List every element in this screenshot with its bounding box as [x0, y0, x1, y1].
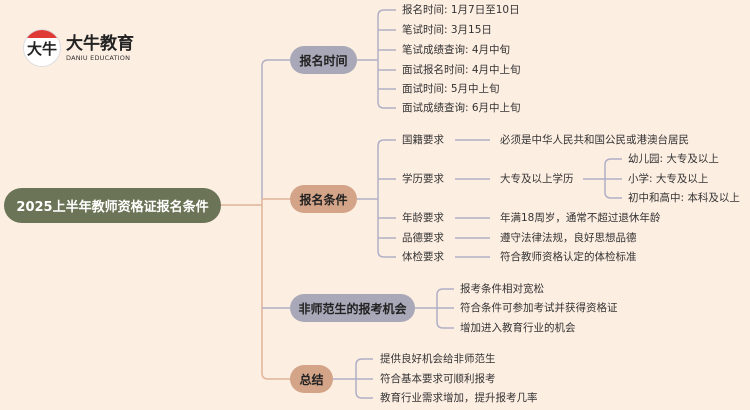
logo: 大牛 大牛教育 DANIU EDUCATION: [23, 29, 134, 67]
condition-value: 遵守法律法规，良好思想品德: [500, 232, 637, 244]
list-item: 符合基本要求可顺利报考: [380, 373, 496, 385]
condition-label: 体检要求: [402, 251, 444, 263]
list-item: 教育行业需求增加，提升报考几率: [380, 392, 538, 404]
education-sub-item: 小学: 大专及以上: [628, 173, 709, 185]
branch-summary[interactable]: 总结: [290, 365, 333, 393]
branch-non-normal-students[interactable]: 非师范生的报考机会: [290, 294, 415, 322]
branch-registration-time[interactable]: 报名时间: [290, 46, 357, 74]
root-node[interactable]: 2025上半年教师资格证报名条件: [4, 188, 221, 223]
condition-label: 学历要求: [402, 173, 444, 185]
condition-value: 年满18周岁，通常不超过退休年龄: [500, 212, 661, 224]
list-item: 增加进入教育行业的机会: [460, 322, 576, 334]
list-item: 提供良好机会给非师范生: [380, 353, 496, 365]
list-item: 笔试时间: 3月15日: [402, 24, 492, 36]
logo-name: 大牛教育: [66, 33, 134, 54]
condition-value: 符合教师资格认定的体检标准: [500, 251, 637, 263]
list-item: 面试成绩查询: 6月中上旬: [402, 102, 521, 114]
logo-mark: 大牛: [23, 29, 61, 67]
condition-value: 大专及以上学历: [500, 173, 574, 185]
condition-label: 国籍要求: [402, 134, 444, 146]
list-item: 面试时间: 5月中上旬: [402, 83, 500, 95]
condition-label: 品德要求: [402, 232, 444, 244]
list-item: 面试报名时间: 4月中上旬: [402, 64, 521, 76]
logo-mark-text: 大牛: [26, 39, 57, 58]
branch-registration-conditions[interactable]: 报名条件: [290, 185, 357, 213]
list-item: 笔试成绩查询: 4月中旬: [402, 44, 511, 56]
education-sub-item: 初中和高中: 本科及以上: [628, 192, 740, 204]
list-item: 报名时间: 1月7日至10日: [402, 4, 520, 16]
education-sub-item: 幼儿园: 大专及以上: [628, 153, 719, 165]
condition-value: 必须是中华人民共和国公民或港澳台居民: [500, 134, 689, 146]
condition-label: 年龄要求: [402, 212, 444, 224]
list-item: 符合条件可参加考试并获得资格证: [460, 302, 618, 314]
logo-subtitle: DANIU EDUCATION: [66, 53, 131, 62]
list-item: 报考条件相对宽松: [460, 283, 544, 295]
